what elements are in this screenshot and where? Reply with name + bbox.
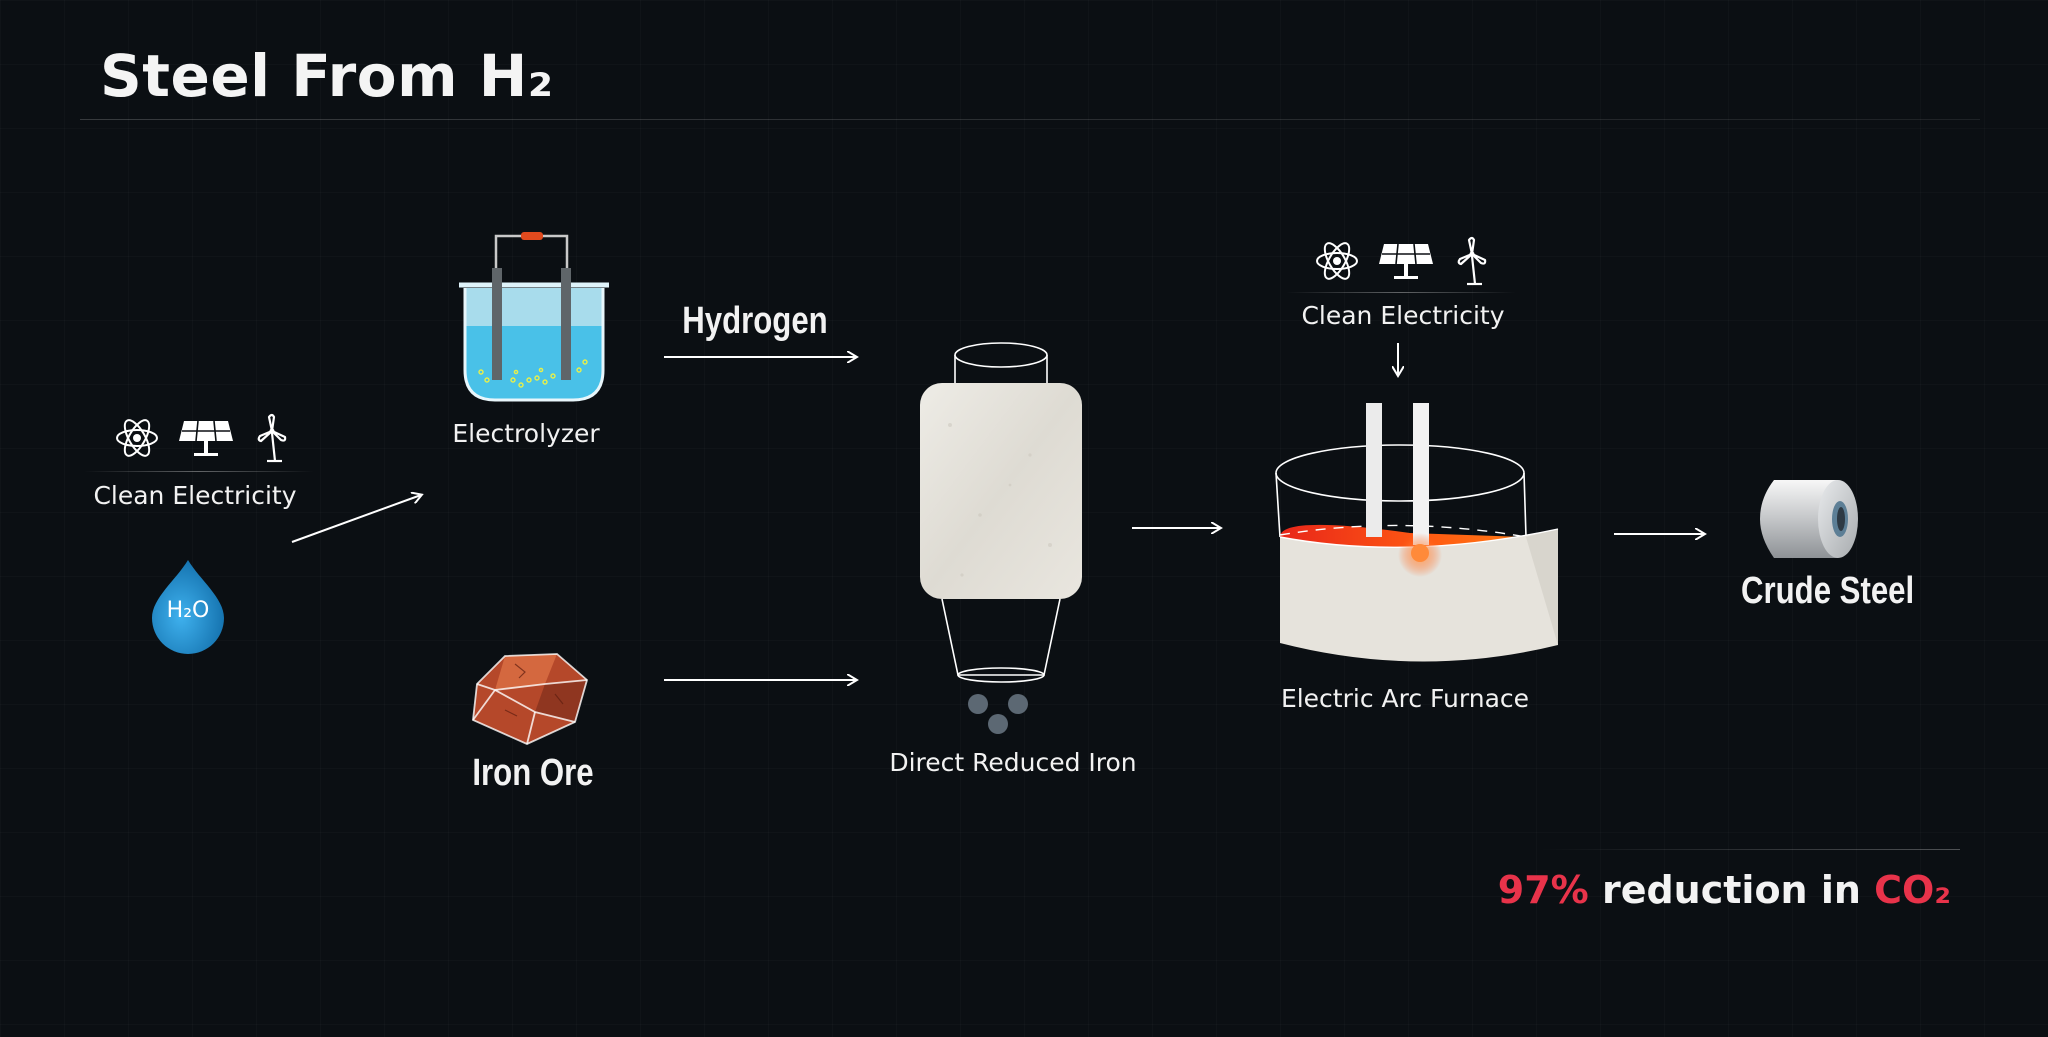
page-title: Steel From H₂	[100, 42, 554, 110]
hydrogen-label: Hydrogen	[682, 300, 828, 342]
clean-electricity-label-left: Clean Electricity	[93, 481, 297, 510]
arrow-water-to-electrolyzer	[291, 495, 421, 543]
direct-reduced-iron-label: Direct Reduced Iron	[889, 748, 1137, 777]
solar-panel-icon	[179, 420, 233, 456]
iron-ore-icon	[472, 653, 589, 745]
water-drop-icon	[152, 560, 224, 654]
iron-ore-label: Iron Ore	[472, 752, 594, 794]
energy-icons-right	[1314, 236, 1492, 286]
electrolyzer-label: Electrolyzer	[452, 419, 600, 448]
co2-reduction-statement: 97% reduction in CO₂	[1498, 868, 1951, 912]
footer-divider	[1540, 849, 1960, 850]
atom-icon	[1316, 242, 1358, 280]
title-divider	[80, 119, 1980, 120]
reduction-percent: 97%	[1497, 868, 1589, 912]
shaft-furnace-icon	[920, 342, 1082, 734]
crude-steel-label: Crude Steel	[1741, 570, 1915, 612]
wind-turbine-icon	[1457, 236, 1487, 286]
atom-icon	[116, 419, 158, 457]
co2-label: CO₂	[1874, 868, 1951, 912]
icon-divider-right	[1286, 292, 1516, 293]
solar-panel-icon	[1379, 243, 1433, 279]
wind-turbine-icon	[257, 413, 287, 463]
reduction-text: reduction in	[1588, 868, 1875, 912]
steel-coil-icon	[1760, 480, 1858, 558]
electric-arc-furnace-label: Electric Arc Furnace	[1280, 684, 1530, 713]
clean-electricity-label-right: Clean Electricity	[1301, 301, 1505, 330]
electric-arc-furnace-icon	[1275, 403, 1559, 662]
electrolyzer-icon	[459, 232, 609, 402]
icon-divider-left	[84, 471, 314, 472]
energy-icons-left	[114, 413, 292, 463]
h2o-label: H₂O	[166, 598, 210, 623]
